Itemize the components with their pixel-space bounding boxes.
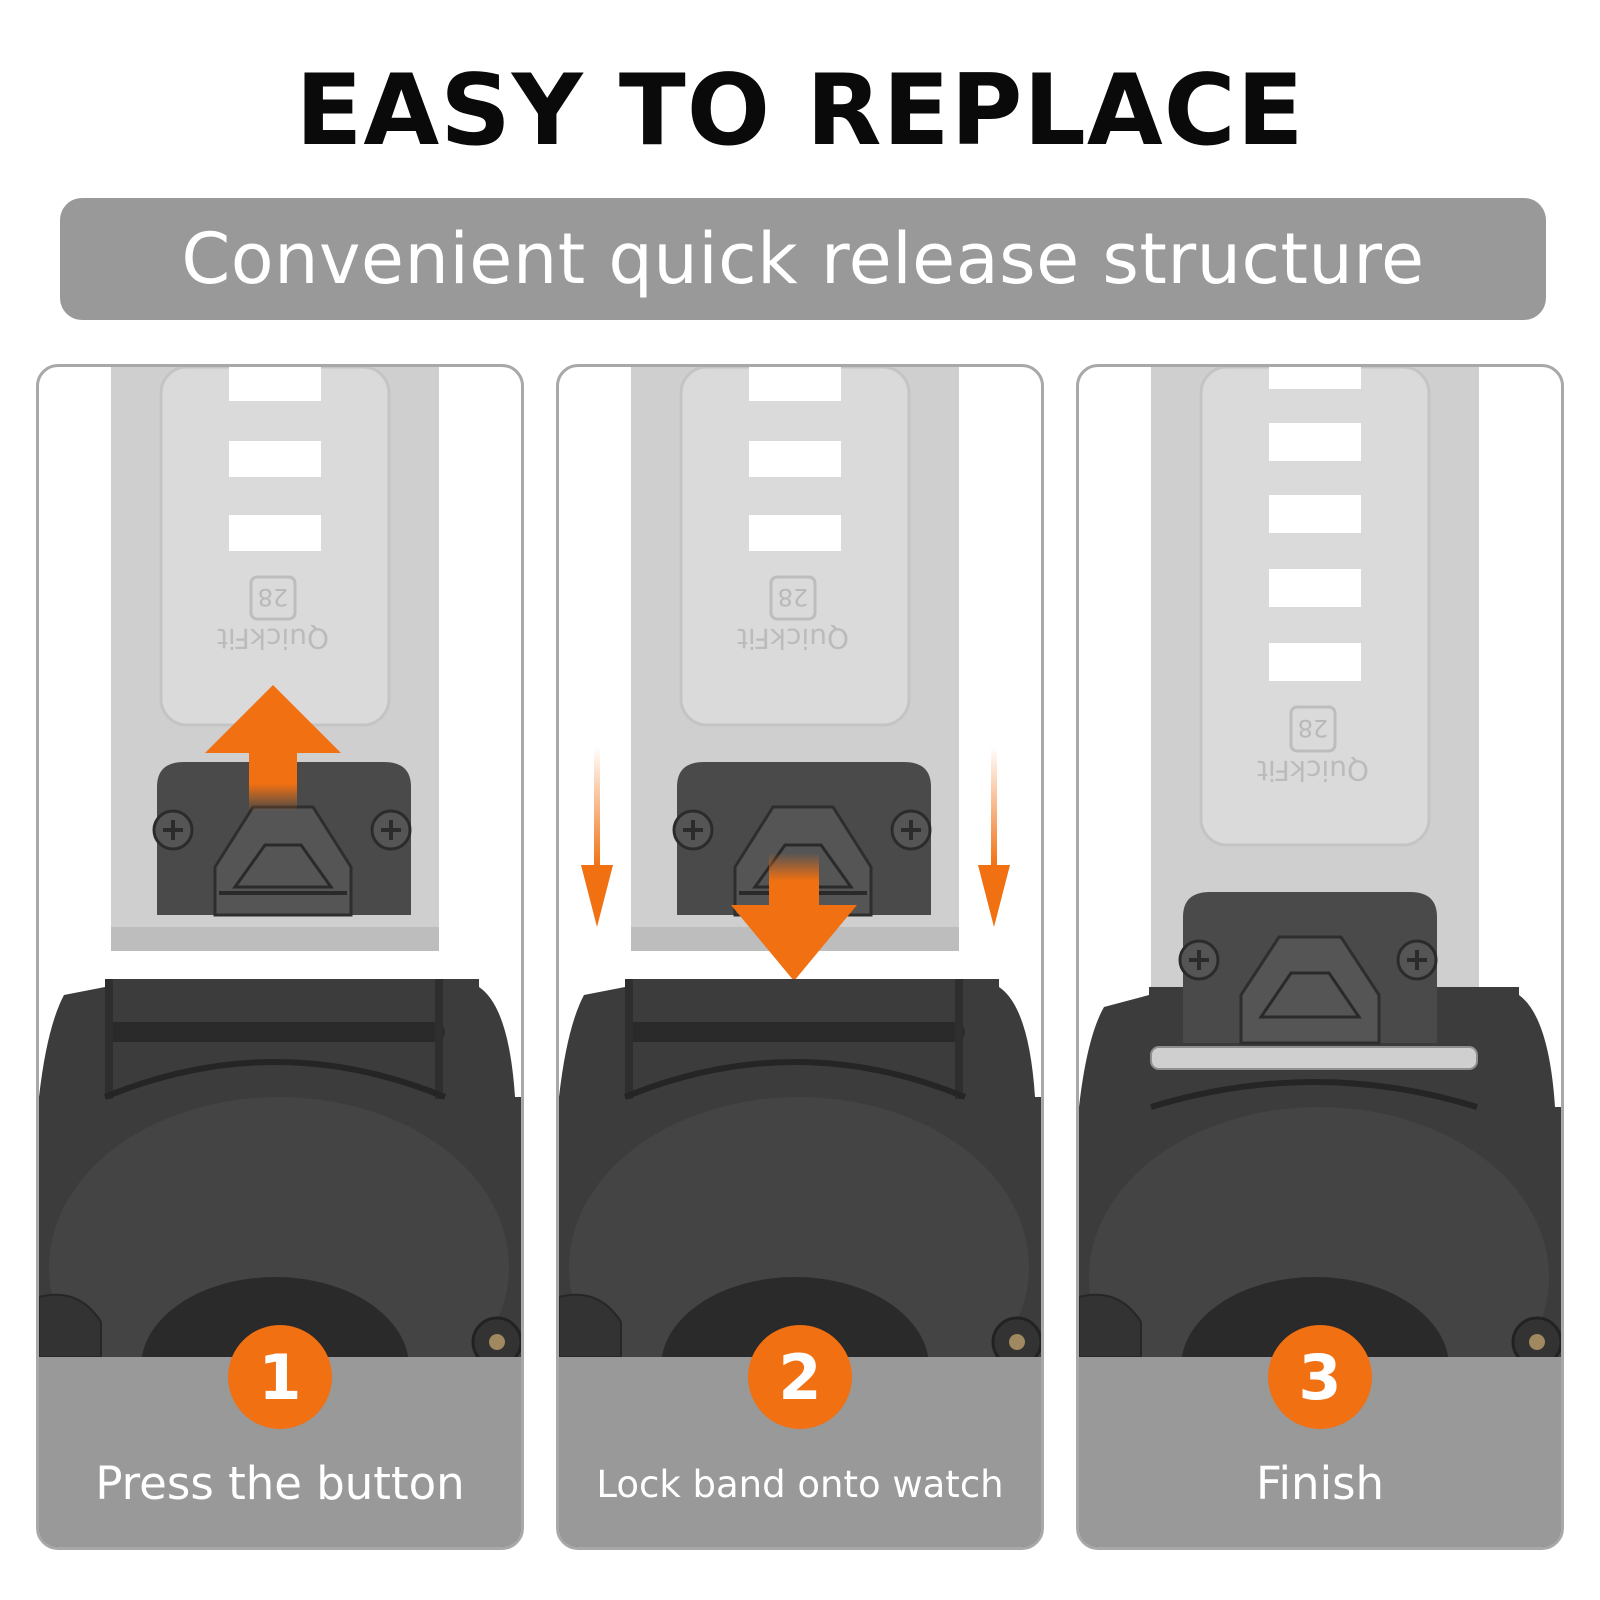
band-size-mark: 28 <box>258 583 289 611</box>
step-2-illustration: 28 QuickFit <box>559 367 1041 1547</box>
step-3-number-badge: 3 <box>1268 1325 1372 1429</box>
quick-release-connector <box>152 762 412 917</box>
step-1-illustration: 28 QuickFit <box>39 367 521 1547</box>
step-1-number-badge: 1 <box>228 1325 332 1429</box>
step-1-label: Press the button <box>95 1457 465 1510</box>
step-3-illustration: 28 QuickFit <box>1079 367 1561 1547</box>
arrow-up-icon <box>205 685 341 811</box>
step-panel-1: 28 QuickFit <box>36 364 524 1550</box>
band-brand-mark: QuickFit <box>1257 754 1369 787</box>
band-brand-mark: QuickFit <box>737 622 849 655</box>
arrow-down-icon <box>731 853 857 981</box>
step-2-label: Lock band onto watch <box>596 1463 1004 1506</box>
page-title: EASY TO REPLACE <box>295 54 1305 168</box>
step-panel-3: 28 QuickFit 3 Finish <box>1076 364 1564 1550</box>
quick-release-connector <box>1178 892 1438 1045</box>
subtitle-text: Convenient quick release structure <box>181 218 1425 300</box>
arrow-down-right-icon <box>978 747 1010 927</box>
arrow-down-left-icon <box>581 747 613 927</box>
band-brand-mark: QuickFit <box>217 622 329 655</box>
step-panel-2: 28 QuickFit <box>556 364 1044 1550</box>
subtitle-banner: Convenient quick release structure <box>60 198 1546 320</box>
step-3-label: Finish <box>1255 1457 1385 1510</box>
band-size-mark: 28 <box>778 583 809 611</box>
step-2-number-badge: 2 <box>748 1325 852 1429</box>
band-size-mark: 28 <box>1298 714 1329 742</box>
